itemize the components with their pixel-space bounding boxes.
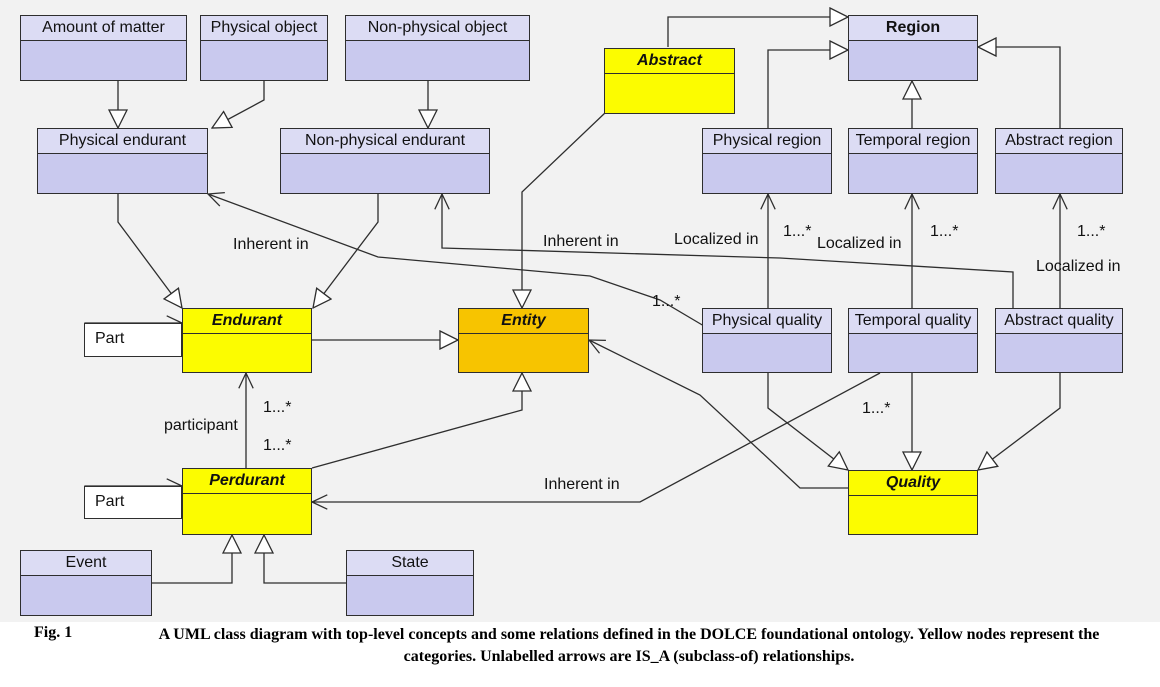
class-physical-object: Physical object — [200, 15, 328, 81]
label-localized-in-temporal: Localized in — [817, 235, 902, 252]
isa-physical-object-to-physical-endurant — [212, 81, 265, 128]
class-state: State — [346, 550, 474, 616]
class-name: Entity — [459, 309, 588, 334]
isa-physical-quality-to-quality — [767, 373, 848, 470]
class-perdurant: Perdurant — [182, 468, 312, 535]
multiplicity-abstract-region: 1...* — [1077, 223, 1106, 240]
class-abstract: Abstract — [604, 48, 735, 114]
class-name: Amount of matter — [21, 16, 186, 41]
class-entity: Entity — [458, 308, 589, 373]
multiplicity-temporal-region: 1...* — [930, 223, 959, 240]
multiplicity-physical-quality-inherent: 1...* — [652, 293, 681, 310]
assoc-abstract-quality-inherent-nonphysical-endurant — [442, 194, 1014, 308]
figure-caption: Fig. 1 A UML class diagram with top-leve… — [0, 624, 1160, 684]
assoc-temporal-quality-inherent-perdurant — [312, 372, 881, 502]
assoc-physical-quality-inherent-physical-endurant — [208, 194, 705, 327]
label-inherent-in-physical: Inherent in — [233, 236, 309, 253]
class-name: Temporal region — [849, 129, 977, 154]
class-name: Endurant — [183, 309, 311, 334]
class-name: Perdurant — [183, 469, 311, 494]
class-temporal-region: Temporal region — [848, 128, 978, 194]
class-name: State — [347, 551, 473, 576]
class-event: Event — [20, 550, 152, 616]
class-quality: Quality — [848, 470, 978, 535]
label-localized-in-physical: Localized in — [674, 231, 759, 248]
class-physical-quality: Physical quality — [702, 308, 832, 373]
multiplicity-perdurant-participant: 1...* — [263, 437, 292, 454]
class-name: Physical quality — [703, 309, 831, 334]
multiplicity-endurant-participant: 1...* — [263, 399, 292, 416]
label-inherent-in-perdurant: Inherent in — [544, 476, 620, 493]
class-non-physical-object: Non-physical object — [345, 15, 530, 81]
class-non-physical-endurant: Non-physical endurant — [280, 128, 490, 194]
figure-number: Fig. 1 — [34, 624, 73, 641]
class-name: Physical object — [201, 16, 327, 41]
class-name: Abstract quality — [996, 309, 1122, 334]
class-name: Non-physical endurant — [281, 129, 489, 154]
perdurant-part-loop-label: Part — [84, 486, 182, 519]
isa-abstract-region-to-region — [978, 47, 1061, 128]
diagram-connectors — [84, 0, 1160, 584]
class-temporal-quality: Temporal quality — [848, 308, 978, 373]
multiplicity-physical-region: 1...* — [783, 223, 812, 240]
endurant-part-loop-label: Part — [84, 323, 182, 357]
label-participant: participant — [164, 417, 238, 434]
class-abstract-region: Abstract region — [995, 128, 1123, 194]
class-name: Quality — [849, 471, 977, 496]
isa-physical-region-to-region — [767, 50, 848, 128]
diagram-area: Amount of matter Physical object Non-phy… — [0, 0, 1160, 622]
label-localized-in-abstract: Localized in — [1036, 258, 1121, 275]
class-physical-region: Physical region — [702, 128, 832, 194]
multiplicity-temporal-quality: 1...* — [862, 400, 891, 417]
caption-text: A UML class diagram with top-level conce… — [158, 626, 1100, 665]
class-abstract-quality: Abstract quality — [995, 308, 1123, 373]
isa-abstract-to-region — [667, 17, 848, 47]
isa-state-to-perdurant — [264, 535, 346, 584]
isa-event-to-perdurant — [152, 535, 232, 584]
isa-perdurant-to-entity — [311, 373, 522, 469]
isa-nonphysical-endurant-to-endurant — [313, 194, 379, 308]
class-region: Region — [848, 15, 978, 81]
isa-abstract-to-entity — [522, 111, 607, 308]
class-amount-of-matter: Amount of matter — [20, 15, 187, 81]
class-name: Region — [849, 16, 977, 41]
label-inherent-in-nonphysical: Inherent in — [543, 233, 619, 250]
isa-abstract-quality-to-quality — [978, 373, 1061, 470]
class-endurant: Endurant — [182, 308, 312, 373]
class-name: Abstract — [605, 49, 734, 74]
class-name: Temporal quality — [849, 309, 977, 334]
assoc-quality-inherent-entity — [589, 340, 848, 489]
class-name: Event — [21, 551, 151, 576]
class-name: Abstract region — [996, 129, 1122, 154]
isa-physical-endurant-to-endurant — [117, 194, 182, 308]
class-name: Physical endurant — [38, 129, 207, 154]
class-name: Non-physical object — [346, 16, 529, 41]
class-physical-endurant: Physical endurant — [37, 128, 208, 194]
class-name: Physical region — [703, 129, 831, 154]
